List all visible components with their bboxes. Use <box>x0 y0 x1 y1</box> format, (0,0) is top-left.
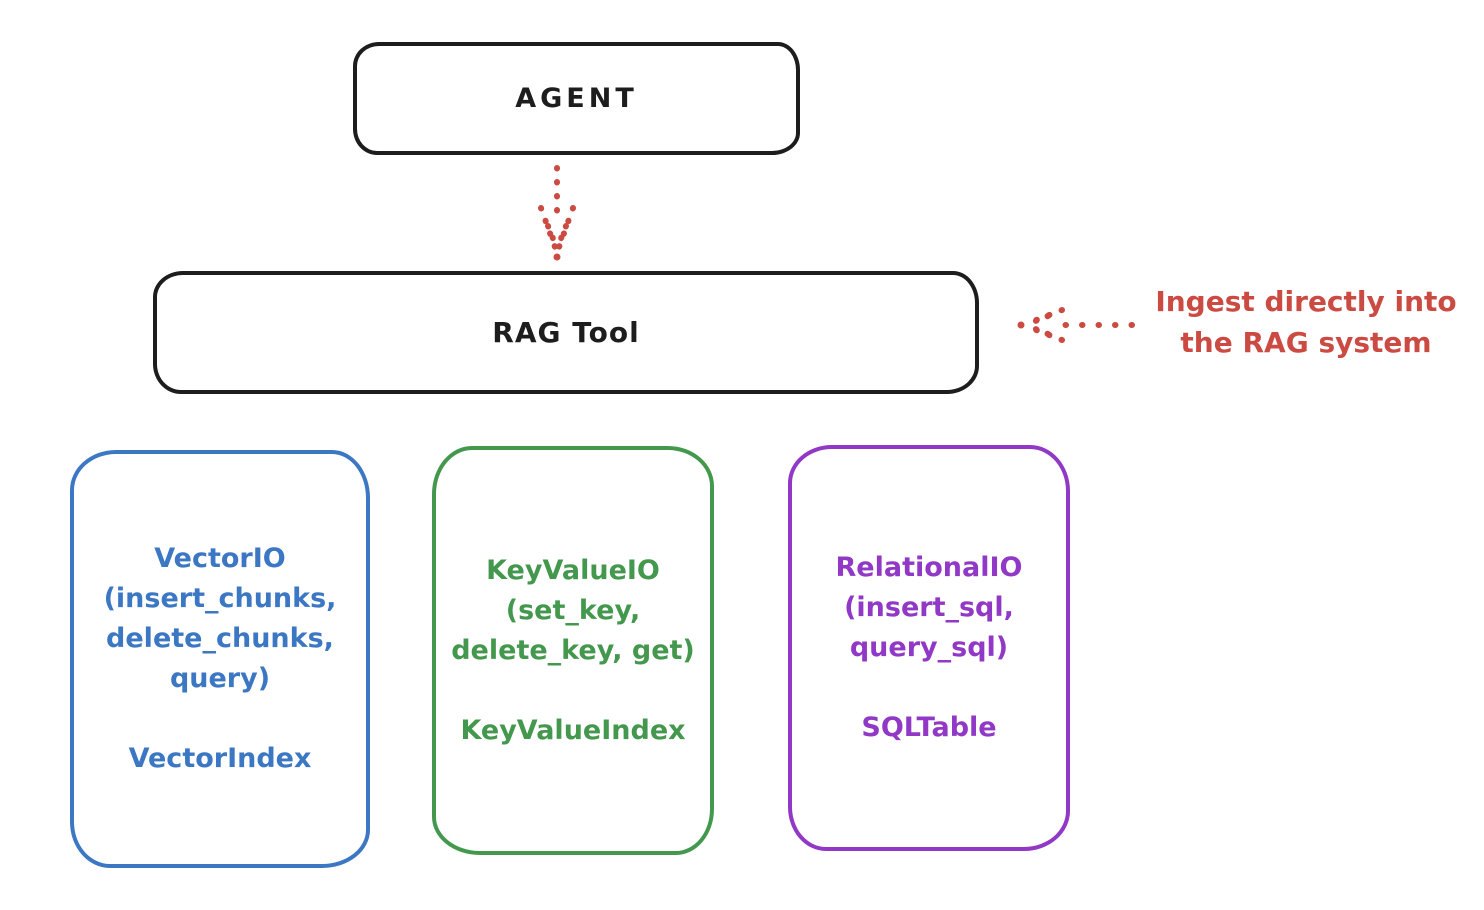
vector-io-method-line: delete_chunks, <box>106 623 334 654</box>
ingest-annotation: Ingest directly into the RAG system <box>1134 281 1478 363</box>
sql-table-label: SQLTable <box>861 712 997 743</box>
node-vector-io: VectorIO (insert_chunks, delete_chunks, … <box>70 450 370 868</box>
vector-io-lines: VectorIO (insert_chunks, delete_chunks, … <box>104 539 337 699</box>
key-value-io-title: KeyValueIO <box>486 554 660 586</box>
rag-tool-label: RAG Tool <box>492 316 640 349</box>
vector-io-method-line: query) <box>169 663 271 694</box>
key-value-io-method-line: (set_key, <box>505 594 641 626</box>
node-relational-io: RelationalIO (insert_sql, query_sql) SQL… <box>788 445 1070 851</box>
node-rag-tool: RAG Tool <box>153 271 979 394</box>
vector-io-method-line: (insert_chunks, <box>103 583 337 614</box>
relational-io-title: RelationalIO <box>835 552 1023 583</box>
ingest-annotation-line2: the RAG system <box>1180 326 1432 359</box>
vector-io-title: VectorIO <box>154 543 286 574</box>
ingest-dotted-arrow-icon <box>1017 307 1135 343</box>
key-value-io-lines: KeyValueIO (set_key, delete_key, get) <box>451 551 695 671</box>
key-value-io-method-line: delete_key, get) <box>451 634 695 666</box>
vector-index-label: VectorIndex <box>128 743 312 774</box>
ingest-annotation-line1: Ingest directly into <box>1155 285 1457 318</box>
relational-io-method-line: (insert_sql, <box>844 592 1014 623</box>
agent-to-rag-dotted-arrow-icon <box>538 165 576 261</box>
relational-io-method-line: query_sql) <box>849 632 1009 663</box>
key-value-index-label: KeyValueIndex <box>460 714 686 746</box>
relational-io-lines: RelationalIO (insert_sql, query_sql) <box>836 548 1023 668</box>
node-agent: AGENT <box>353 42 800 155</box>
agent-label: AGENT <box>515 83 638 114</box>
node-key-value-io: KeyValueIO (set_key, delete_key, get) Ke… <box>432 446 714 855</box>
